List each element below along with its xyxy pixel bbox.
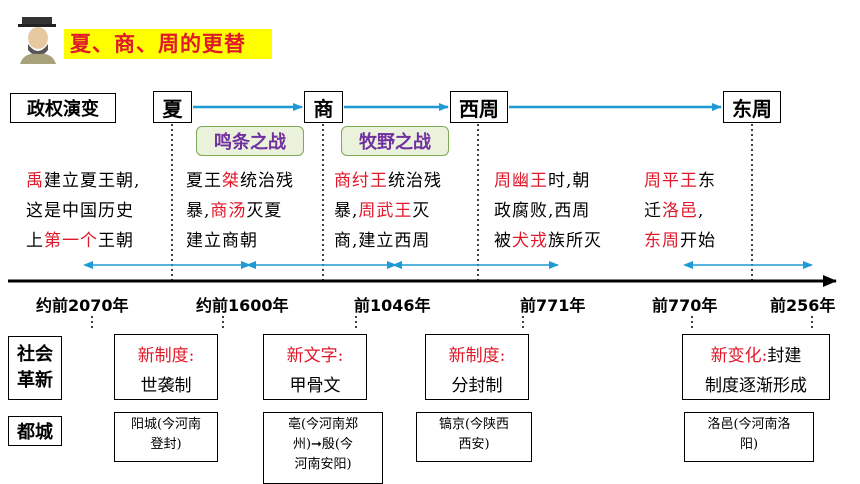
year-label: 前1046年: [354, 296, 431, 315]
regime-dongzhou-label: 东周: [732, 96, 772, 121]
row-label-regime-text: 政权演变: [27, 99, 99, 120]
desc-shang-founding: 夏王桀统治残 暴,商汤灭夏 建立商朝: [186, 171, 294, 251]
row-label-capital-text: 都城: [17, 422, 53, 443]
desc-zhou-founding: 商纣王统治残 暴,周武王灭 商,建立西周: [334, 171, 442, 251]
reform-xia: 新制度: 世袭制: [114, 334, 218, 400]
year-label: 约前2070年: [36, 296, 129, 315]
regime-xia: 夏: [153, 91, 192, 123]
reform-dongzhou: 新变化:封建 制度逐渐形成: [682, 334, 830, 400]
year-label: 前256年: [770, 296, 836, 315]
row-label-capital: 都城: [8, 416, 62, 446]
year-label: 约前1600年: [196, 296, 289, 315]
regime-xizhou: 西周: [450, 91, 508, 123]
reform-xizhou: 新制度: 分封制: [425, 334, 529, 400]
regime-shang: 商: [304, 91, 343, 123]
regime-dongzhou: 东周: [723, 91, 781, 123]
year-label: 前770年: [652, 296, 718, 315]
capital-dongzhou: 洛邑(今河南洛阳): [684, 412, 814, 462]
regime-shang-label: 商: [313, 96, 334, 121]
battle-muye: 牧野之战: [341, 126, 449, 156]
row-label-society: 社会 革新: [8, 336, 62, 400]
capital-xia: 阳城(今河南登封): [114, 412, 218, 462]
regime-xizhou-label: 西周: [459, 96, 499, 121]
battle-mingtiao: 鸣条之战: [196, 126, 304, 156]
regime-xia-label: 夏: [162, 96, 183, 121]
row-label-regime: 政权演变: [10, 93, 116, 123]
capital-shang: 亳(今河南郑州)➞殷(今河南安阳): [263, 412, 383, 484]
year-label: 前771年: [520, 296, 586, 315]
desc-xia: 禹建立夏王朝, 这是中国历史 上第一个王朝: [26, 171, 141, 251]
row-label-society-line: 革新: [17, 370, 53, 391]
portrait-icon: [16, 14, 64, 64]
page-title: 夏、商、周的更替: [64, 29, 272, 59]
desc-dongzhou: 周平王东 迁洛邑, 东周开始: [644, 171, 716, 251]
row-label-society-line: 社会: [17, 344, 53, 365]
reform-shang: 新文字: 甲骨文: [263, 334, 367, 400]
desc-xizhou-fall: 周幽王时,朝 政腐败,西周 被犬戎族所灭: [494, 171, 602, 251]
capital-xizhou: 镐京(今陕西西安): [416, 412, 532, 462]
